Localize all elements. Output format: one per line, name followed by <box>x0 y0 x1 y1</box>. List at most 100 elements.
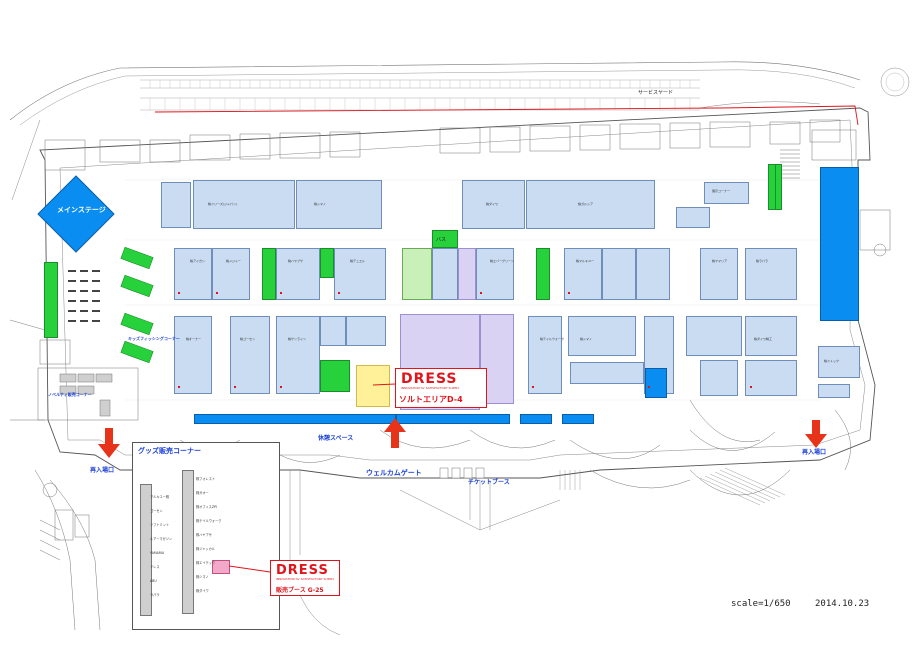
booth-green <box>320 360 350 392</box>
green-tall-booth <box>44 262 58 338</box>
booth-green <box>320 248 334 278</box>
booth-block <box>276 316 320 394</box>
goods-item: ルアーマガジン <box>150 537 173 541</box>
booth-block <box>174 248 212 300</box>
booth-block <box>296 180 382 229</box>
goods-item: 株ジャッカル <box>196 547 215 551</box>
booth-block <box>636 248 670 300</box>
booth-block <box>570 362 644 384</box>
svg-text:株ガルシア: 株ガルシア <box>578 201 593 206</box>
svg-text:株デュエル: 株デュエル <box>350 258 365 263</box>
booth-block <box>700 248 738 300</box>
dress-main-callout <box>395 368 487 408</box>
main-stage-area <box>37 175 115 253</box>
kids-fishing-corner-label: キッズフィッシングコーナー <box>128 336 180 341</box>
goods-item: 株エイテック <box>196 561 216 565</box>
svg-text:株ダイワ: 株ダイワ <box>486 201 498 206</box>
dress-goods-area: 販売ブース G-25 <box>276 587 324 594</box>
goods-corner-title: グッズ販売コーナー <box>138 447 201 455</box>
reentry-left-label: 再入場口 <box>90 467 115 474</box>
seating-area <box>68 270 100 322</box>
dress-goods-callout <box>270 560 340 596</box>
goods-corner-box <box>132 442 280 630</box>
booth-block <box>700 360 738 396</box>
goods-item: 株テイルウォーク <box>196 519 222 523</box>
booth-block <box>230 316 270 394</box>
goods-item: 株シマノ <box>196 575 209 579</box>
goods-list-right: 株フォレスト 株ガオー 株オフィスZPI 株テイルウォーク 株ハヤブサ 株ジャッ… <box>196 472 240 598</box>
svg-text:株ダイワ精工: 株ダイワ精工 <box>754 336 772 341</box>
booth-block <box>745 360 797 396</box>
counter-strip <box>520 414 552 424</box>
goods-item: 株ダイワ <box>196 589 209 593</box>
goods-item: ラパラ <box>150 593 160 597</box>
booth-block <box>320 316 346 346</box>
svg-text:株サンライン: 株サンライン <box>288 336 306 341</box>
green-booth <box>432 230 458 248</box>
scale-label: scale=1/650 <box>731 599 791 609</box>
reentry-right-label: 再入場口 <box>802 449 827 456</box>
goods-item: ABU <box>150 579 157 583</box>
svg-text:株マルキユー: 株マルキユー <box>576 258 594 263</box>
goods-item: 株ガオー <box>196 491 209 495</box>
svg-text:株ゴーセン: 株ゴーセン <box>240 336 255 341</box>
rest-space-label: 休憩スペース <box>318 435 354 442</box>
booth-block <box>528 316 562 394</box>
dress-main-logo: DRESS <box>401 371 458 387</box>
dress-goods-logo: DRESS <box>276 563 329 578</box>
date-label: 2014.10.23 <box>815 599 870 609</box>
dress-main-sub: INNOVATION for SATISFACTORY SUPPLY <box>401 386 460 390</box>
booth-block <box>276 248 320 300</box>
svg-text:株シマノ: 株シマノ <box>314 201 326 206</box>
bus-label: バス <box>436 237 447 243</box>
dress-goods-sub: INNOVATION for SATISFACTORY SUPPLY <box>276 577 335 581</box>
goods-corner-pink <box>212 560 230 574</box>
booth-block <box>346 316 386 346</box>
booth-block <box>676 207 710 228</box>
svg-text:株テイルウォーク: 株テイルウォーク <box>540 336 564 341</box>
dress-main-area: ソルトエリアD-4 <box>399 395 463 404</box>
main-stage-label: メインステージ <box>57 206 106 214</box>
svg-text:株ヤマリア: 株ヤマリア <box>712 258 727 263</box>
goods-list-left: マルキユー株 ゴーセン ソフトミント ルアーマガジン YAMARIA ドレス A… <box>150 490 180 602</box>
counter-strip <box>562 414 594 424</box>
booth-block <box>432 248 458 300</box>
booth-block <box>704 182 749 204</box>
booth-block <box>174 316 212 394</box>
booth-block <box>602 248 636 300</box>
booth-block <box>334 248 386 300</box>
goods-item: ソフトミント <box>150 523 170 527</box>
svg-text:株ツリーズ(ジャパン): 株ツリーズ(ジャパン) <box>208 201 237 206</box>
svg-text:株メジャー: 株メジャー <box>226 258 241 263</box>
goods-item: 株ハヤブサ <box>196 533 212 537</box>
booth-green <box>402 248 432 300</box>
booth-block <box>462 180 525 229</box>
booth-green <box>262 248 276 300</box>
booth-yellow <box>356 365 390 407</box>
counter-strip <box>396 414 510 424</box>
booth-block <box>818 384 850 398</box>
service-yard-label: サービスヤード <box>638 90 674 96</box>
catching-corner-area <box>820 167 859 321</box>
green-booth <box>775 164 782 210</box>
goods-corner-column <box>182 470 194 614</box>
booth-block <box>818 346 860 378</box>
booth-block <box>212 248 250 300</box>
booth-block <box>568 316 636 356</box>
svg-text:株ハヤブサ: 株ハヤブサ <box>288 258 303 263</box>
goods-corner-column <box>140 484 152 616</box>
booth-block <box>745 248 797 300</box>
booth-purple <box>458 248 476 300</box>
novelty-corner-label: ノベルティ販売コーナー <box>48 392 92 397</box>
goods-item: ドレス <box>150 565 160 569</box>
booth-block <box>686 316 742 356</box>
booth-block <box>564 248 602 300</box>
booth-block <box>526 180 655 229</box>
novelty-corner <box>59 373 113 417</box>
goods-item: 株フォレスト <box>196 477 216 481</box>
svg-text:株オーナー: 株オーナー <box>186 336 201 341</box>
goods-item: YAMARIA <box>150 551 165 555</box>
